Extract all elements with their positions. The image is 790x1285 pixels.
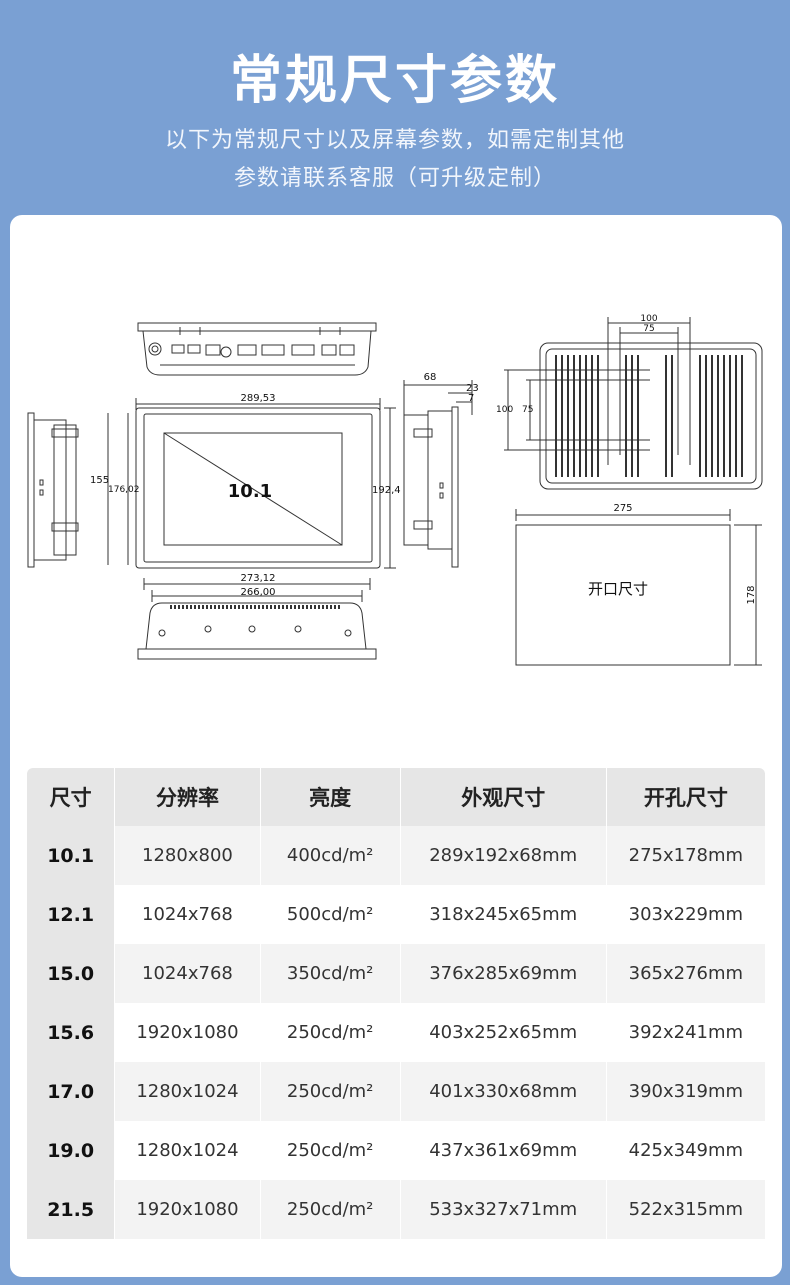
- spec-table: 尺寸 分辨率 亮度 外观尺寸 开孔尺寸 10.1 1280x800 400cd/…: [27, 768, 765, 1239]
- screen-size-label: 10.1: [228, 481, 272, 502]
- cell-dimensions: 318x245x65mm: [400, 885, 607, 944]
- dim-vesa-v1: 100: [496, 405, 513, 415]
- col-header-cutout: 开孔尺寸: [606, 768, 765, 826]
- cell-brightness: 350cd/m²: [260, 944, 401, 1003]
- table-header-row: 尺寸 分辨率 亮度 外观尺寸 开孔尺寸: [27, 768, 765, 826]
- cell-resolution: 1280x1024: [115, 1121, 261, 1180]
- right-side-view-drawing: [403, 380, 473, 568]
- cutout-drawing: [515, 509, 762, 666]
- cell-resolution: 1920x1080: [115, 1003, 261, 1062]
- page-header: 常规尺寸参数 以下为常规尺寸以及屏幕参数，如需定制其他 参数请联系客服（可升级定…: [0, 0, 790, 215]
- cell-dimensions: 403x252x65mm: [400, 1003, 607, 1062]
- cell-size: 15.6: [27, 1003, 116, 1062]
- dim-depth-c: 7: [468, 393, 474, 404]
- cell-cutout: 425x349mm: [606, 1121, 765, 1180]
- table-row: 17.0 1280x1024 250cd/m² 401x330x68mm 390…: [27, 1062, 765, 1121]
- table-row: 15.6 1920x1080 250cd/m² 403x252x65mm 392…: [27, 1003, 765, 1062]
- dim-cutout-width: 275: [613, 503, 632, 514]
- dim-height-left-a: 155: [90, 475, 109, 486]
- dim-depth: 68: [424, 372, 437, 383]
- table-row: 12.1 1024x768 500cd/m² 318x245x65mm 303x…: [27, 885, 765, 944]
- cell-dimensions: 533x327x71mm: [400, 1180, 607, 1239]
- table-row: 15.0 1024x768 350cd/m² 376x285x69mm 365x…: [27, 944, 765, 1003]
- dim-vesa-v2: 75: [522, 405, 533, 415]
- cell-resolution: 1280x1024: [115, 1062, 261, 1121]
- cell-brightness: 400cd/m²: [260, 826, 401, 885]
- dim-vesa-h1: 100: [640, 314, 657, 324]
- dim-height-left-b: 176,02: [108, 485, 140, 495]
- table-row: 21.5 1920x1080 250cd/m² 533x327x71mm 522…: [27, 1180, 765, 1239]
- dim-vesa-h2: 75: [643, 324, 654, 334]
- cell-brightness: 500cd/m²: [260, 885, 401, 944]
- cell-size: 12.1: [27, 885, 116, 944]
- dim-cutout-height: 178: [746, 585, 757, 604]
- dim-height-right: 192,4: [372, 485, 401, 496]
- cell-brightness: 250cd/m²: [260, 1003, 401, 1062]
- cell-cutout: 522x315mm: [606, 1180, 765, 1239]
- cell-dimensions: 401x330x68mm: [400, 1062, 607, 1121]
- left-side-view-drawing: [27, 412, 79, 568]
- bottom-view-drawing: [137, 578, 377, 660]
- col-header-brightness: 亮度: [260, 768, 401, 826]
- cell-dimensions: 376x285x69mm: [400, 944, 607, 1003]
- table-row: 10.1 1280x800 400cd/m² 289x192x68mm 275x…: [27, 826, 765, 885]
- cell-dimensions: 437x361x69mm: [400, 1121, 607, 1180]
- cell-resolution: 1024x768: [115, 944, 261, 1003]
- cell-resolution: 1920x1080: [115, 1180, 261, 1239]
- page-subtitle-line-2: 参数请联系客服（可升级定制）: [233, 166, 556, 191]
- page-subtitle-line-1: 以下为常规尺寸以及屏幕参数，如需定制其他: [164, 128, 625, 153]
- dim-bottom-b: 266,00: [241, 587, 276, 598]
- dim-depth-b: 23: [466, 383, 479, 394]
- cell-size: 21.5: [27, 1180, 116, 1239]
- col-header-resolution: 分辨率: [115, 768, 261, 826]
- front-view-drawing: [107, 398, 396, 569]
- cell-dimensions: 289x192x68mm: [400, 826, 607, 885]
- cell-cutout: 275x178mm: [606, 826, 765, 885]
- cell-size: 15.0: [27, 944, 116, 1003]
- page-title: 常规尺寸参数: [229, 51, 560, 111]
- cell-brightness: 250cd/m²: [260, 1062, 401, 1121]
- cell-size: 17.0: [27, 1062, 116, 1121]
- cell-size: 10.1: [27, 826, 116, 885]
- dim-bottom-a: 273,12: [241, 573, 276, 584]
- cell-size: 19.0: [27, 1121, 116, 1180]
- cell-resolution: 1024x768: [115, 885, 261, 944]
- cell-resolution: 1280x800: [115, 826, 261, 885]
- cell-cutout: 390x319mm: [606, 1062, 765, 1121]
- cell-cutout: 303x229mm: [606, 885, 765, 944]
- col-header-size: 尺寸: [27, 768, 116, 826]
- col-header-dimensions: 外观尺寸: [400, 768, 607, 826]
- table-row: 19.0 1280x1024 250cd/m² 437x361x69mm 425…: [27, 1121, 765, 1180]
- cell-cutout: 392x241mm: [606, 1003, 765, 1062]
- cell-brightness: 250cd/m²: [260, 1180, 401, 1239]
- cell-brightness: 250cd/m²: [260, 1121, 401, 1180]
- dim-width-outer: 289,53: [241, 393, 276, 404]
- technical-drawing: 289,53 192,4 155 176,02 273,12 266,00 68…: [27, 314, 763, 666]
- cell-cutout: 365x276mm: [606, 944, 765, 1003]
- top-view-drawing: [137, 322, 377, 376]
- back-view-drawing: [504, 317, 763, 490]
- cutout-label: 开口尺寸: [588, 580, 648, 598]
